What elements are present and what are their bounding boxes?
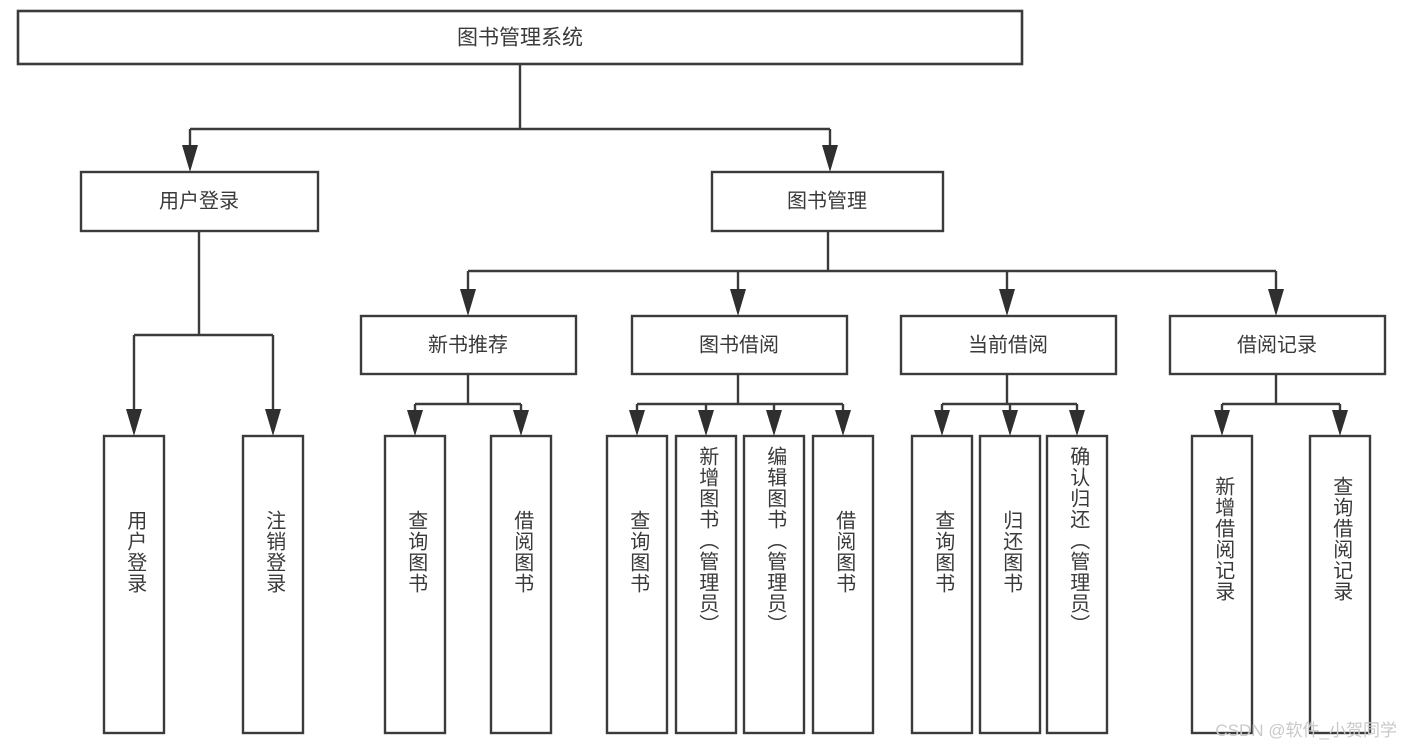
node-book-borrow-box[interactable] — [630, 314, 849, 376]
leaf-add-record-box[interactable] — [1190, 434, 1254, 735]
arrow-to-leaf-borrow-book-2 — [835, 410, 851, 436]
csdn-watermark: CSDN @软件_小贺同学 — [1215, 721, 1397, 740]
node-book-manage-box[interactable] — [710, 170, 945, 233]
node-book-borrow[interactable]: 图书借阅 — [630, 314, 849, 376]
arrow-to-current-borrow — [999, 289, 1015, 316]
arrow-to-leaf-add-book — [698, 410, 714, 436]
node-current-borrow[interactable]: 当前借阅 — [899, 314, 1118, 376]
node-book-manage-label: 图书管理 — [787, 189, 867, 212]
leaf-borrow-book-2-box[interactable] — [811, 434, 875, 735]
arrow-to-leaf-return-book — [1002, 410, 1018, 436]
node-borrow-record-label: 借阅记录 — [1237, 333, 1317, 356]
node-new-book-recommend-label: 新书推荐 — [428, 333, 508, 356]
leaf-user-logout-box[interactable] — [241, 434, 305, 735]
leaf-query-book-1-box[interactable] — [383, 434, 447, 735]
arrow-to-new-book-recommend — [460, 289, 476, 316]
leaf-query-book-2-box[interactable] — [605, 434, 669, 735]
arrow-to-leaf-user-login — [126, 409, 142, 436]
arrow-to-leaf-edit-book — [766, 410, 782, 436]
node-user-login-label: 用户登录 — [159, 189, 239, 212]
leaf-borrow-book-1-box[interactable] — [489, 434, 553, 735]
leaf-add-book-box[interactable] — [674, 434, 738, 735]
node-user-login-box[interactable] — [79, 170, 320, 233]
arrow-to-book-borrow — [730, 289, 746, 316]
arrow-to-leaf-query-record — [1332, 410, 1348, 436]
arrow-to-book-manage — [822, 145, 838, 172]
node-borrow-record[interactable]: 借阅记录 — [1168, 314, 1387, 376]
node-root[interactable]: 图书管理系统 — [16, 9, 1024, 66]
arrow-to-leaf-query-book-3 — [934, 410, 950, 436]
leaf-user-login-box[interactable] — [102, 434, 166, 735]
node-borrow-record-box[interactable] — [1168, 314, 1387, 376]
leaf-return-book-box[interactable] — [978, 434, 1042, 735]
arrow-to-leaf-query-book-2 — [629, 410, 645, 436]
node-current-borrow-label: 当前借阅 — [968, 333, 1048, 356]
arrow-to-leaf-add-record — [1214, 410, 1230, 436]
node-root-label: 图书管理系统 — [457, 27, 583, 50]
leaf-confirm-return-box[interactable] — [1045, 434, 1109, 735]
arrow-to-leaf-borrow-book-1 — [513, 410, 529, 436]
arrow-to-leaf-confirm-return — [1069, 410, 1085, 436]
leaf-query-record-box[interactable] — [1308, 434, 1372, 735]
node-user-login[interactable]: 用户登录 — [79, 170, 320, 233]
arrow-to-leaf-query-book-1 — [407, 410, 423, 436]
arrow-to-borrow-record — [1268, 289, 1284, 316]
leaf-boxes — [102, 434, 1372, 735]
arrow-to-leaf-user-logout — [265, 409, 281, 436]
node-root-box[interactable] — [16, 9, 1024, 66]
arrow-to-user-login — [182, 145, 198, 172]
node-book-manage[interactable]: 图书管理 — [710, 170, 945, 233]
connector-layer — [126, 64, 1348, 436]
node-book-borrow-label: 图书借阅 — [699, 333, 779, 356]
node-new-book-recommend[interactable]: 新书推荐 — [359, 314, 578, 376]
node-new-book-recommend-box[interactable] — [359, 314, 578, 376]
leaf-query-book-3-box[interactable] — [910, 434, 974, 735]
leaf-edit-book-box[interactable] — [742, 434, 806, 735]
node-current-borrow-box[interactable] — [899, 314, 1118, 376]
